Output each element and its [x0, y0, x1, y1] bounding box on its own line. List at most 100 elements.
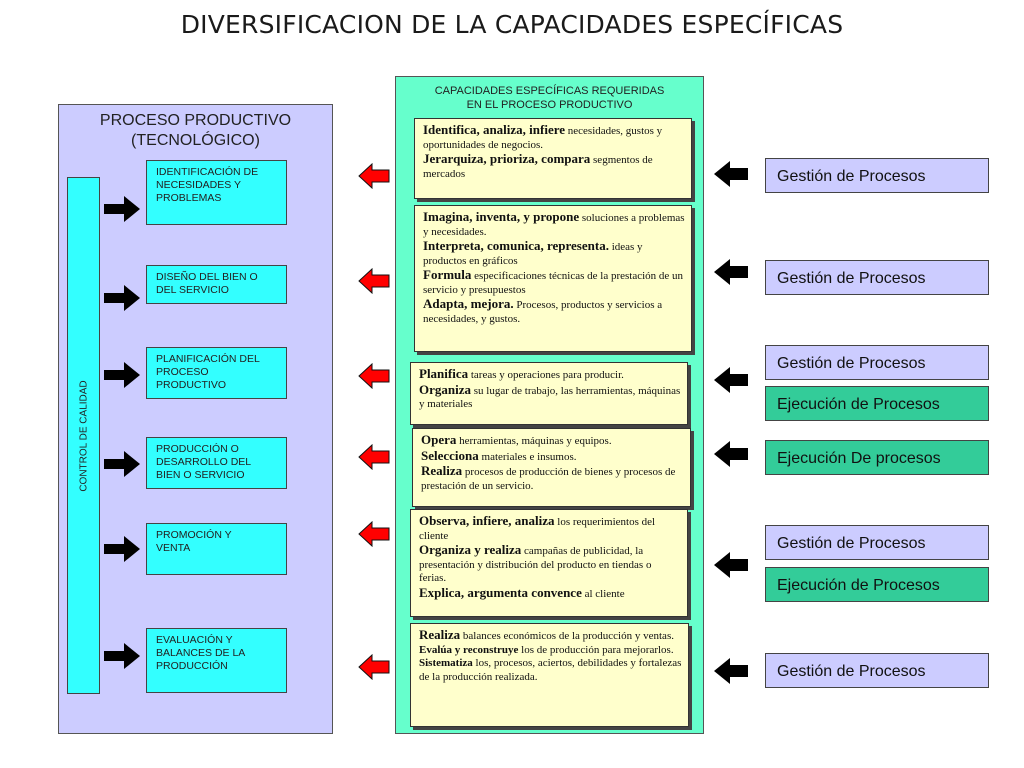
- heading-line-1: CAPACIDADES ESPECÍFICAS REQUERIDAS: [434, 85, 665, 97]
- capability-text: los requerimientos del cliente: [419, 516, 656, 542]
- step-line: NECESIDADES Y: [156, 179, 241, 191]
- capability-verbs: Sistematiza: [419, 657, 473, 669]
- capability-verbs: Realiza: [419, 627, 461, 642]
- capability-item: Realiza balances económicos de la produc…: [419, 628, 682, 644]
- step-produccion: PRODUCCIÓN O DESARROLLO DEL BIEN O SERVI…: [146, 437, 287, 489]
- capabilities-heading: CAPACIDADES ESPECÍFICAS REQUERIDAS EN EL…: [396, 84, 703, 112]
- capability-text: campañas de publicidad, la presentación …: [419, 545, 652, 584]
- capability-text: materiales e insumos.: [478, 450, 577, 463]
- capability-item: Opera herramientas, máquinas y equipos.: [421, 433, 684, 449]
- capability-item: Sistematiza los, procesos, aciertos, deb…: [419, 657, 682, 684]
- capability-item: Explica, argumenta convence al cliente: [419, 584, 681, 602]
- capability-item: Formula especificaciones técnicas de la …: [423, 268, 685, 297]
- red-arrow-left-icon: [358, 268, 390, 294]
- capability-text: los, procesos, aciertos, debilidades y f…: [419, 657, 682, 683]
- capability-text: al cliente: [581, 587, 625, 600]
- ejecucion-procesos-box: Ejecución De procesos: [765, 440, 989, 475]
- red-arrow-left-icon: [358, 163, 390, 189]
- capability-text: balances económicos de la producción y v…: [460, 630, 674, 642]
- step-line: IDENTIFICACIÓN DE: [156, 166, 259, 178]
- capability-item: Adapta, mejora. Procesos, productos y se…: [423, 297, 685, 326]
- capability-verbs: Realiza: [421, 463, 463, 478]
- capability-item: Observa, infiere, analiza los requerimie…: [419, 514, 681, 543]
- capability-verbs: Explica, argumenta convence: [419, 584, 582, 600]
- arrow-right-icon: [104, 643, 140, 669]
- quality-control-bar: CONTROL DE CALIDAD: [67, 177, 100, 694]
- step-evaluacion: EVALUACIÓN Y BALANCES DE LA PRODUCCIÓN: [146, 628, 287, 693]
- red-arrow-left-icon: [358, 363, 390, 389]
- capability-verbs: Observa, infiere, analiza: [419, 513, 555, 528]
- arrow-left-icon: [714, 441, 748, 467]
- step-line: VENTA: [156, 542, 191, 554]
- capability-text: especificaciones técnicas de la prestaci…: [423, 270, 684, 296]
- capability-text: ideas y productos en gráficos: [423, 241, 643, 267]
- capability-item: Identifica, analiza, infiere necesidades…: [423, 123, 685, 152]
- step-line: PROBLEMAS: [156, 192, 222, 204]
- capability-item: Imagina, inventa, y propone soluciones a…: [423, 210, 685, 239]
- capability-verbs: Adapta, mejora.: [423, 296, 514, 311]
- capability-text: su lugar de trabajo, las herramientas, m…: [419, 384, 681, 411]
- capability-item: Evalúa y reconstruye los de producción p…: [419, 644, 682, 658]
- capability-box-produccion: Opera herramientas, máquinas y equipos. …: [412, 428, 691, 507]
- arrow-right-icon: [104, 285, 140, 311]
- quality-control-label: CONTROL DE CALIDAD: [78, 379, 89, 492]
- capability-verbs: Imagina, inventa, y propone: [423, 209, 580, 224]
- capability-text: tareas y operaciones para producir.: [468, 369, 624, 381]
- step-promocion: PROMOCIÓN Y VENTA: [146, 523, 287, 575]
- gestion-procesos-box: Gestión de Procesos: [765, 260, 989, 295]
- capability-verbs: Selecciona: [421, 447, 479, 463]
- capability-verbs: Interpreta, comunica, representa.: [423, 238, 609, 253]
- capability-verbs: Formula: [423, 267, 472, 282]
- capability-box-promocion: Observa, infiere, analiza los requerimie…: [410, 509, 688, 617]
- red-arrow-left-icon: [358, 444, 390, 470]
- gestion-procesos-box: Gestión de Procesos: [765, 653, 989, 688]
- capability-item: Jerarquiza, prioriza, compara segmentos …: [423, 152, 685, 181]
- productive-process-heading: PROCESO PRODUCTIVO (TECNOLÓGICO): [59, 111, 332, 151]
- capability-box-evaluacion: Realiza balances económicos de la produc…: [410, 623, 689, 727]
- step-line: PRODUCCIÓN O: [156, 443, 239, 455]
- step-line: DEL SERVICIO: [156, 284, 229, 296]
- step-line: BIEN O SERVICIO: [156, 469, 245, 481]
- arrow-left-icon: [714, 367, 748, 393]
- arrow-left-icon: [714, 658, 748, 684]
- arrow-right-icon: [104, 196, 140, 222]
- capability-item: Selecciona materiales e insumos.: [421, 447, 684, 465]
- capability-text: herramientas, máquinas y equipos.: [456, 435, 612, 447]
- step-diseno: DISEÑO DEL BIEN O DEL SERVICIO: [146, 265, 287, 304]
- capability-verbs: Opera: [421, 432, 457, 447]
- diagram-title: DIVERSIFICACION DE LA CAPACIDADES ESPECÍ…: [180, 10, 844, 39]
- capability-verbs: Evalúa y reconstruye: [419, 643, 519, 656]
- capability-text: segmentos de mercados: [423, 154, 653, 180]
- step-line: PLANIFICACIÓN DEL: [156, 353, 260, 365]
- gestion-procesos-box: Gestión de Procesos: [765, 158, 989, 193]
- capability-verbs: Jerarquiza, prioriza, compara: [423, 151, 591, 166]
- step-line: EVALUACIÓN Y: [156, 634, 233, 646]
- ejecucion-procesos-box: Ejecución de Procesos: [765, 386, 989, 421]
- arrow-right-icon: [104, 362, 140, 388]
- capability-box-diseno: Imagina, inventa, y propone soluciones a…: [414, 205, 692, 352]
- arrow-right-icon: [104, 451, 140, 477]
- capability-text: Procesos, productos y servicios a necesi…: [423, 299, 663, 325]
- capability-box-planificacion: Planifica tareas y operaciones para prod…: [410, 362, 688, 425]
- red-arrow-left-icon: [358, 521, 390, 547]
- capability-verbs: Organiza: [419, 381, 471, 397]
- step-line: BALANCES DE LA: [156, 647, 246, 659]
- capability-verbs: Organiza y realiza: [419, 542, 522, 557]
- gestion-procesos-box: Gestión de Procesos: [765, 345, 989, 380]
- gestion-procesos-box: Gestión de Procesos: [765, 525, 989, 560]
- capability-item: Organiza su lugar de trabajo, las herram…: [419, 381, 681, 412]
- ejecucion-procesos-box: Ejecución de Procesos: [765, 567, 989, 602]
- arrow-left-icon: [714, 552, 748, 578]
- step-line: DESARROLLO DEL: [156, 456, 252, 468]
- arrow-left-icon: [714, 259, 748, 285]
- capability-item: Planifica tareas y operaciones para prod…: [419, 367, 681, 383]
- capability-verbs: Identifica, analiza, infiere: [423, 122, 566, 137]
- capability-box-identificacion: Identifica, analiza, infiere necesidades…: [414, 118, 692, 199]
- step-line: DISEÑO DEL BIEN O: [156, 271, 258, 283]
- arrow-left-icon: [714, 161, 748, 187]
- capability-text: necesidades, gustos y oportunidades de n…: [423, 125, 663, 151]
- red-arrow-left-icon: [358, 654, 390, 680]
- capability-item: Realiza procesos de producción de bienes…: [421, 464, 684, 493]
- heading-line-1: PROCESO PRODUCTIVO: [99, 112, 292, 129]
- capability-item: Interpreta, comunica, representa. ideas …: [423, 239, 685, 268]
